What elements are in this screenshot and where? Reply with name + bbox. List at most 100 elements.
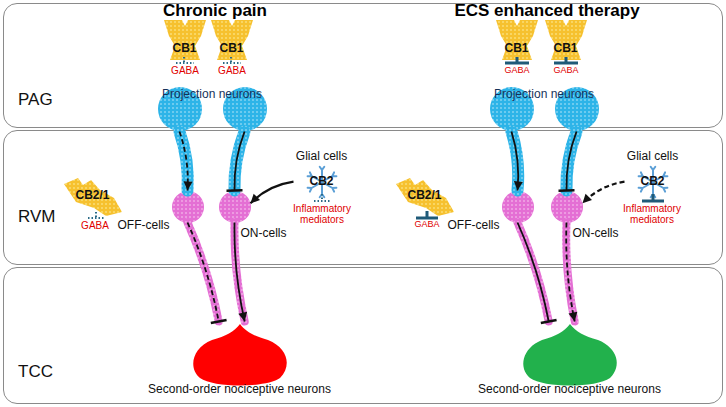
projection-neurons: Projection neurons: [155, 86, 270, 132]
connector-line: [583, 182, 625, 204]
region-band: TCCSecond-order nociceptive neuronsSecon…: [3, 267, 723, 404]
region-label: RVM: [18, 207, 55, 227]
axon: [234, 223, 244, 322]
receptor-label: CB2: [309, 175, 333, 189]
glial-processes: [638, 166, 667, 197]
connector-line: [234, 132, 244, 191]
nociceptive-neuron: Second-order nociceptive neurons: [518, 322, 622, 386]
arrow-head: [184, 181, 193, 190]
arrow-head: [251, 194, 261, 204]
projection-neurons: Projection neurons: [487, 86, 602, 132]
neuron-body: [523, 324, 617, 386]
terminal-outline: [396, 178, 454, 216]
receptor-label: CB1: [161, 42, 209, 56]
receptor-label: CB1: [208, 42, 256, 56]
inhibition-head: [227, 189, 243, 192]
cb1-terminal: CB1: [208, 20, 256, 60]
connector-line: [511, 132, 518, 191]
cell-label: Glial cells: [627, 150, 678, 164]
region-band: RVMCB2/1OFF-cellsON-cellsGlial cellsCB2C…: [3, 130, 723, 265]
connector-line: [234, 223, 244, 322]
cell-circle: [551, 191, 583, 223]
neurotransmitter-label: GABA: [81, 220, 109, 231]
glial-cell: Glial cellsCB2: [625, 150, 681, 196]
cb2-1-terminal: CB2/1: [396, 178, 454, 216]
connector-line: [518, 223, 549, 322]
receptor-label: CB2: [640, 175, 664, 189]
region-label: TCC: [18, 362, 53, 382]
axon: [511, 132, 518, 191]
inhibition-head: [541, 320, 557, 323]
connector: [583, 182, 625, 204]
neuron-shape: [518, 322, 622, 386]
neurotransmitter-label: GABA: [171, 65, 199, 76]
neurotransmitter-label: GABA: [504, 66, 529, 76]
receptor-label: CB2/1: [64, 189, 122, 203]
panel-title: Chronic pain: [163, 2, 267, 21]
receptor-label: CB1: [493, 42, 541, 56]
glial-cell: Glial cellsCB2: [294, 150, 350, 196]
rvm-cell: OFF-cells: [172, 191, 204, 223]
region-band: PAGCB1CB1Projection neuronsCB1CB1Project…: [3, 3, 723, 128]
connector: [511, 132, 522, 191]
connector: [251, 182, 294, 204]
region-label: PAG: [18, 90, 53, 110]
neurotransmitter-label: GABA: [414, 220, 439, 230]
cell-label: OFF-cells: [448, 219, 500, 233]
neuron-shape: [188, 322, 292, 386]
neuron-body: [193, 324, 287, 386]
terminal-outline: [64, 178, 122, 216]
cell-circle: [219, 191, 251, 223]
neurotransmitter-label: GABA: [218, 65, 246, 76]
connector-line: [179, 132, 187, 191]
arrow-head: [238, 312, 247, 322]
cell-body: [172, 191, 204, 223]
panel-title: ECS enhanced therapy: [454, 2, 639, 21]
neuron-label: Projection neurons: [494, 88, 594, 102]
connector: [188, 223, 227, 324]
nociceptive-neuron: Second-order nociceptive neurons: [188, 322, 292, 386]
neurotransmitter-label: GABA: [553, 66, 578, 76]
cell-label: OFF-cells: [118, 219, 170, 233]
cell-circle: [172, 191, 204, 223]
axon: [566, 132, 576, 191]
receptor-label: CB1: [542, 42, 590, 56]
connector: [179, 132, 192, 191]
axon: [188, 223, 219, 322]
axon: [179, 132, 187, 191]
cell-label: ON-cells: [573, 227, 619, 241]
cell-label: Glial cells: [296, 150, 347, 164]
arrow-head: [568, 312, 577, 322]
axon: [234, 132, 244, 191]
connector-line: [566, 132, 576, 191]
connector: [234, 223, 247, 322]
cell-body: [219, 191, 251, 223]
axon: [518, 223, 549, 322]
rvm-cell: ON-cells: [219, 191, 251, 223]
arrow-head: [583, 194, 592, 204]
connector-line: [251, 182, 294, 204]
connector: [566, 223, 577, 322]
rvm-cell: ON-cells: [551, 191, 583, 223]
rvm-cell: OFF-cells: [502, 191, 534, 223]
neurotransmitter-label: Inflammatory mediators: [612, 203, 692, 225]
cb1-terminal: CB1: [542, 20, 590, 60]
cell-body: [502, 191, 534, 223]
connector-line: [566, 223, 574, 322]
cell-label: ON-cells: [241, 227, 287, 241]
neuron-label: Second-order nociceptive neurons: [478, 383, 661, 397]
neuron-label: Second-order nociceptive neurons: [148, 383, 331, 397]
cb1-terminal: CB1: [493, 20, 541, 60]
cb2-1-terminal: CB2/1: [64, 178, 122, 216]
arrow-head: [514, 181, 523, 190]
cell-body: [551, 191, 583, 223]
connector-line: [188, 223, 219, 322]
receptor-label: CB2/1: [396, 189, 454, 203]
neuron-label: Projection neurons: [162, 88, 262, 102]
neurotransmitter-label: Inflammatory mediators: [282, 203, 362, 225]
connector: [227, 132, 245, 191]
connector: [518, 223, 557, 324]
inhibition-head: [559, 189, 575, 192]
axon: [566, 223, 574, 322]
